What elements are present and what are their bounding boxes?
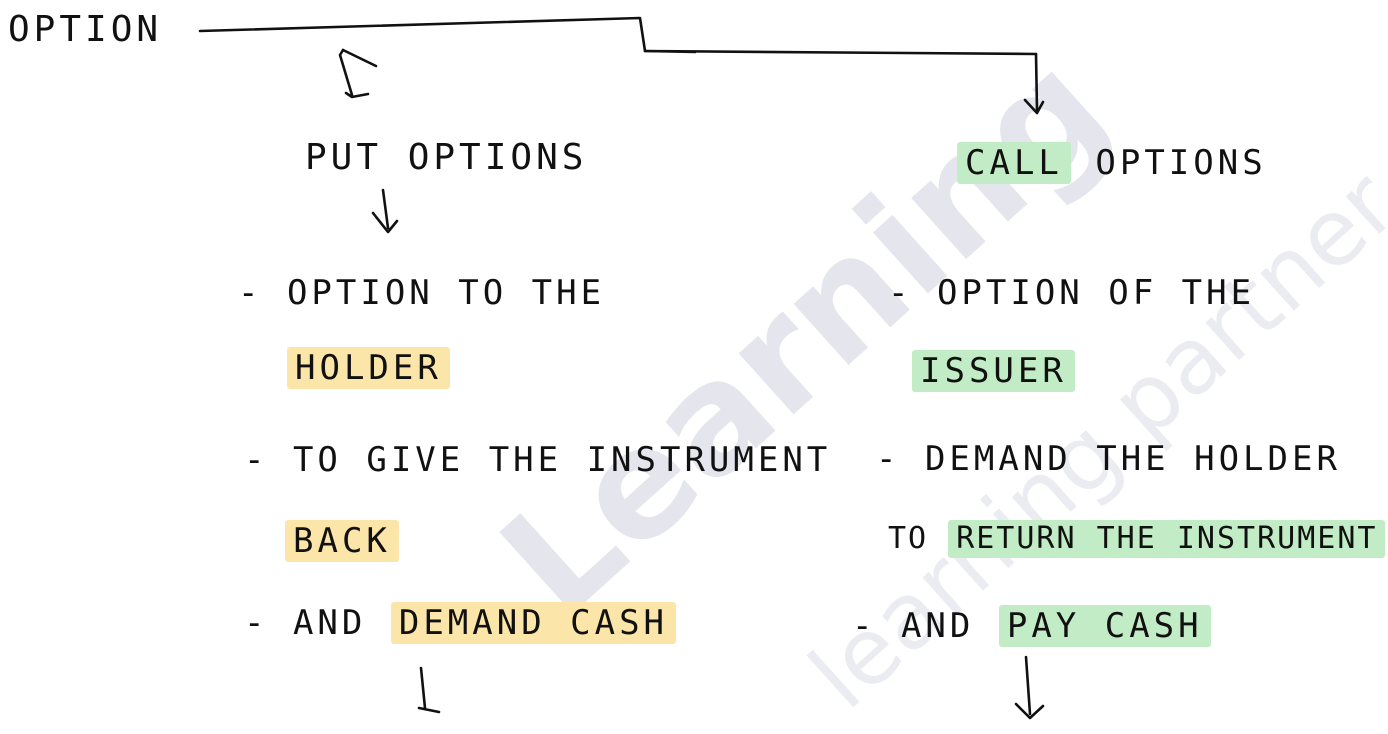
put-line-2: HOLDER <box>287 347 450 389</box>
put-options-title: PUT OPTIONS <box>305 137 588 178</box>
root-line <box>198 16 1038 56</box>
call-line-5-prefix: - AND <box>852 606 975 646</box>
put-branch-arrowhead <box>344 91 370 99</box>
call-pay-cash-highlight: PAY CASH <box>998 605 1211 647</box>
put-line-5: - AND DEMAND CASH <box>244 602 677 644</box>
call-branch-connector <box>1034 52 1039 112</box>
call-line-3: - DEMAND THE HOLDER <box>876 439 1341 479</box>
put-line-4: BACK <box>285 520 399 562</box>
call-line-4-prefix: TO <box>888 521 929 556</box>
put-holder-highlight: HOLDER <box>287 347 450 389</box>
call-highlight: CALL <box>957 142 1071 184</box>
put-line-5-prefix: - AND <box>244 603 367 643</box>
put-down-arrow-1 <box>371 188 399 234</box>
call-options-title: CALL OPTIONS <box>957 142 1267 184</box>
put-back-highlight: BACK <box>285 520 399 562</box>
call-line-1: - OPTION OF THE <box>888 273 1256 313</box>
root-branch-tick <box>643 49 697 54</box>
call-line-2: ISSUER <box>912 350 1075 392</box>
call-line-4: TO RETURN THE INSTRUMENT <box>888 520 1386 558</box>
call-branch-arrowhead <box>1023 98 1045 115</box>
put-demand-cash-highlight: DEMAND CASH <box>390 602 677 644</box>
call-down-arrow <box>1014 655 1045 720</box>
put-line-3: - TO GIVE THE INSTRUMENT <box>244 440 832 480</box>
call-line-5: - AND PAY CASH <box>852 605 1211 647</box>
put-down-arrow-2 <box>417 666 441 714</box>
call-options-rest: OPTIONS <box>1095 143 1267 183</box>
put-branch-bar <box>341 48 378 68</box>
call-issuer-highlight: ISSUER <box>912 350 1075 392</box>
call-return-highlight: RETURN THE INSTRUMENT <box>948 520 1386 558</box>
root-label: OPTION <box>8 9 163 50</box>
put-line-1: - OPTION TO THE <box>238 273 606 313</box>
put-branch-connector <box>338 48 354 97</box>
